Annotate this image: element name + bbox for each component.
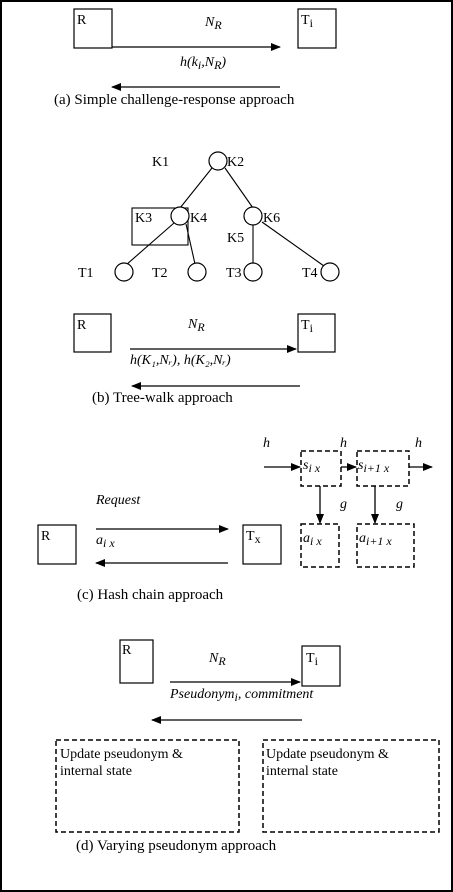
tag-leaf-label: T2 [152,266,168,281]
secret-state-box [300,450,342,487]
output-box [300,523,340,568]
tag-leaf-label: T1 [78,266,94,281]
output-fn-label: g [396,497,403,512]
update-state-text: internal state [60,764,132,779]
hash-fn-label: h [340,436,347,451]
update-state-text: internal state [266,764,338,779]
tag-box-b [297,313,336,353]
caption-c: (c) Hash chain approach [77,587,224,603]
reader-label-d: R [122,643,132,658]
caption-d: (d) Varying pseudonym approach [76,838,277,854]
reader-box-c [37,524,77,565]
tree-leaf-t4 [320,262,340,282]
reader-box-d [119,639,154,684]
update-state-box-tag [262,739,440,833]
secret-state-box [356,450,410,487]
tree-edge [224,167,254,209]
tree-leaf-t3 [243,262,263,282]
key-label: K4 [190,211,207,226]
request-label-c: Request [95,493,141,508]
tag-label-c: Tx [246,529,261,546]
tag-label-d: Ti [306,651,319,668]
update-state-box-reader [55,739,240,833]
key-group-box [131,207,189,246]
tree-node-root [208,151,228,171]
tree-edge [261,221,325,267]
panel-d: R Ti NR Pseudonymi, commitment Update ps… [55,639,440,854]
tree-edge [185,223,196,265]
reader-label-a: R [77,13,87,28]
panel-c: R Tx Request ai x h h h si x si+1 x g g … [37,436,433,603]
caption-a: (a) Simple challenge-response approach [54,92,295,108]
panel-b: K1 K2 K3 K4 K5 K6 T1 T2 T3 T4 R Ti NR h(… [73,151,340,406]
secret-state-label: si+1 x [358,458,390,475]
key-label: K2 [227,155,244,170]
response-hash-b: h(K₁,Nᵣ), h(K₂,Nᵣ) [130,353,231,368]
key-label: K1 [152,155,169,170]
tag-box-d [301,645,341,687]
tag-leaf-label: T4 [302,266,318,281]
challenge-nonce-a: NR [204,15,222,32]
response-hash-a: h(ki,NR) [180,55,226,72]
tree-node-k4 [170,206,190,226]
tree-leaf-t1 [114,262,134,282]
key-label: K5 [227,231,244,246]
caption-b: (b) Tree-walk approach [92,390,233,406]
update-state-text: Update pseudonym & [60,747,183,762]
tag-box-c [242,524,282,565]
tree-leaf-t2 [187,262,207,282]
tree-node-k6 [243,206,263,226]
output-fn-label: g [340,497,347,512]
tag-box-a [297,8,337,49]
output-label: ai x [303,531,322,548]
tree-edge [179,167,213,209]
reader-box-a [73,8,113,49]
key-label: K3 [135,211,152,226]
reader-label-b: R [77,318,87,333]
reader-box-b [73,313,112,353]
hash-fn-label: h [415,436,422,451]
reader-label-c: R [41,529,51,544]
output-box [356,523,415,568]
response-pseudonym-d: Pseudonymi, commitment [169,687,314,704]
tree-edge [125,222,175,266]
secret-state-label: si x [303,458,321,475]
tag-leaf-label: T3 [226,266,242,281]
key-label: K6 [263,211,280,226]
challenge-nonce-b: NR [187,317,205,334]
hash-fn-label: h [263,436,270,451]
panel-a: R Ti NR h(ki,NR) (a) Simple challenge-re… [54,8,337,108]
tag-label-a: Ti [301,13,314,30]
response-label-c: ai x [96,533,115,550]
tag-label-b: Ti [301,318,314,335]
update-state-text: Update pseudonym & [266,747,389,762]
output-label: ai+1 x [359,531,392,548]
challenge-nonce-d: NR [208,651,226,668]
